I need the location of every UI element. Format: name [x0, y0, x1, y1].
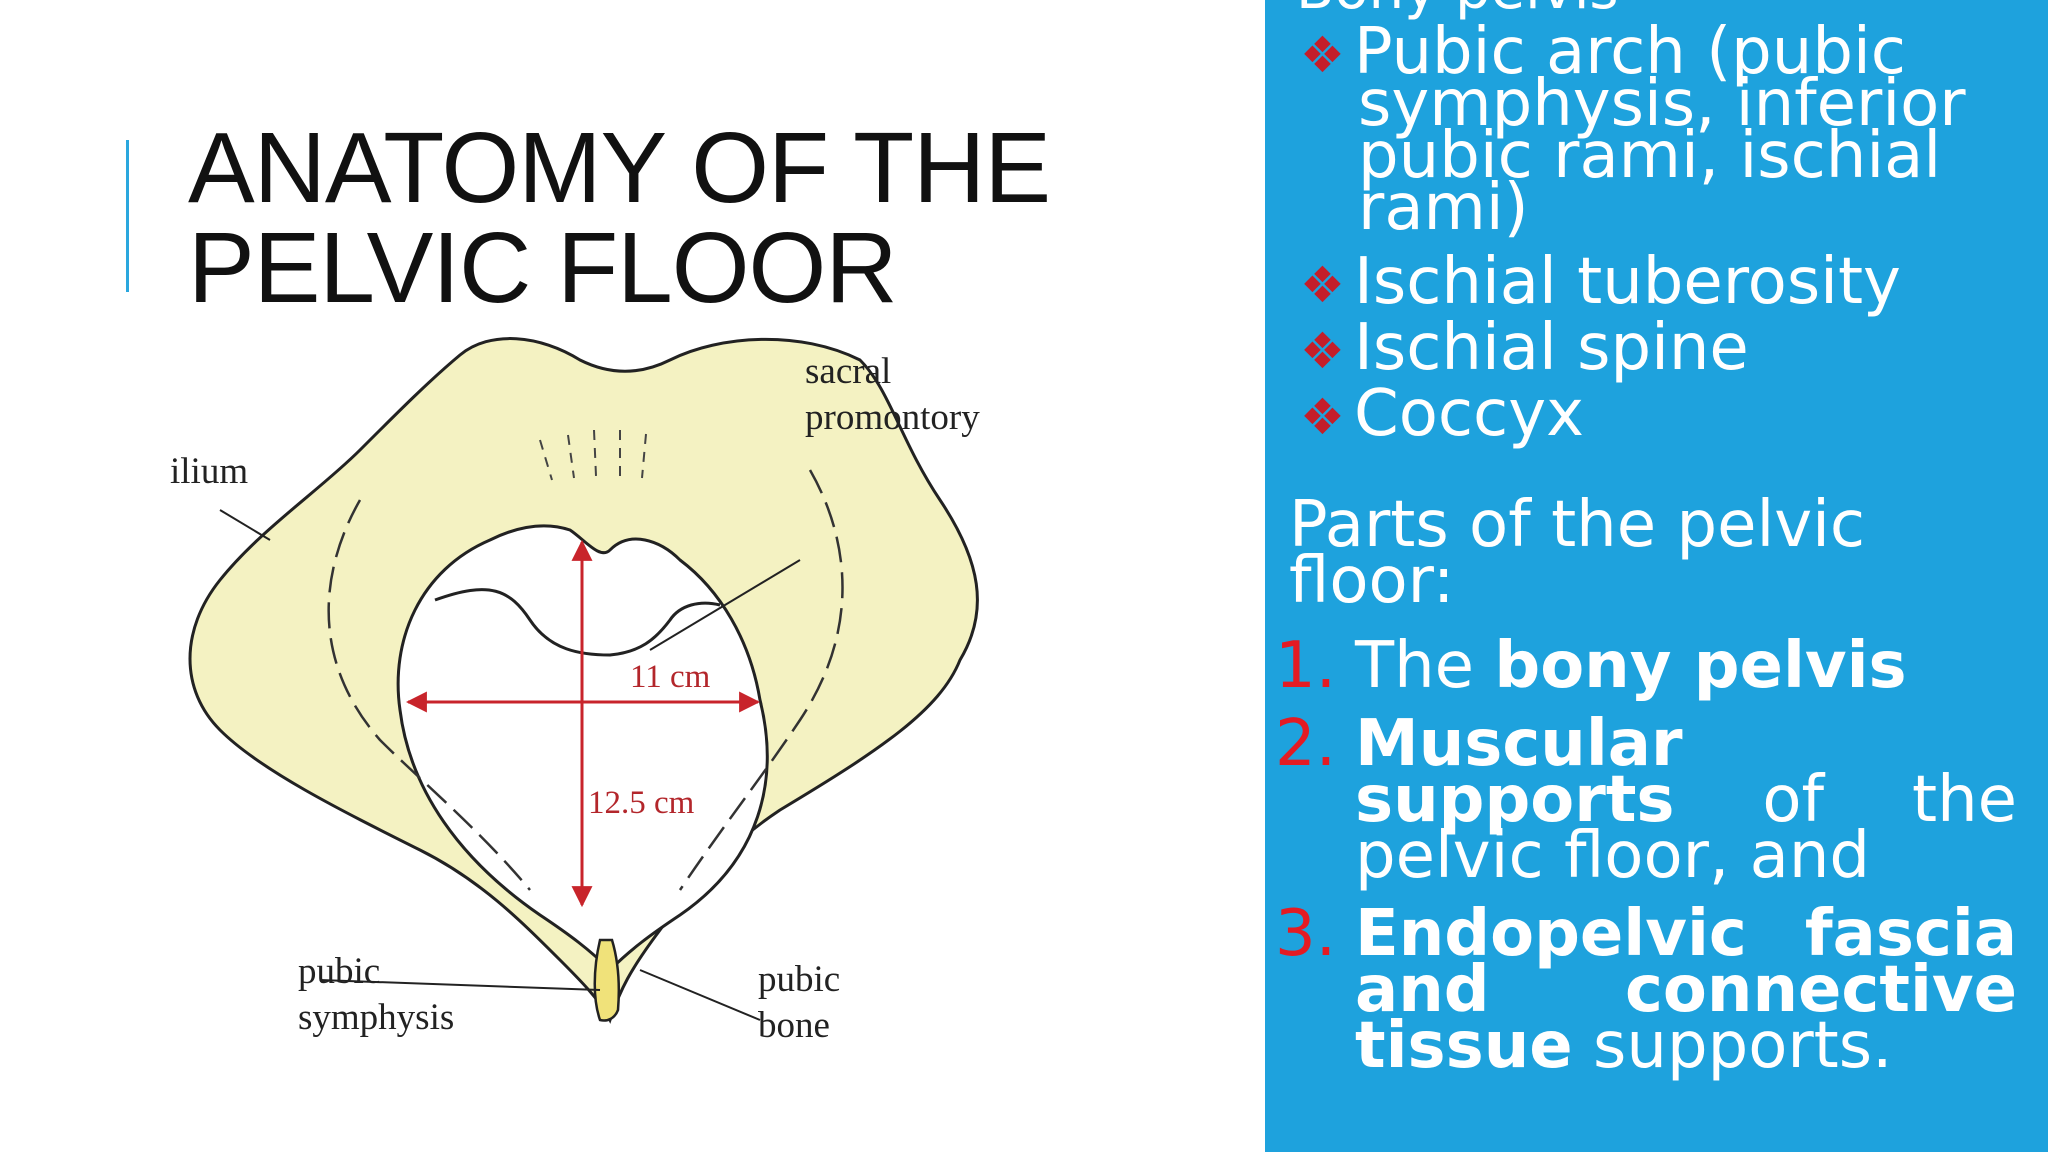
list-item: ❖ Ischial spine — [1300, 311, 1749, 385]
diamond-bullet-icon: ❖ — [1300, 26, 1345, 84]
label-pubic-symphysis-1: pubic — [298, 951, 381, 992]
list-item: 2.Muscular supports of the pelvic floor,… — [1275, 707, 2017, 893]
pelvis-diagram: 11 cm 12.5 cm ilium sacral promontory pu… — [160, 330, 1040, 1150]
list-item: 3.Endopelvic fascia and connective tissu… — [1275, 897, 2017, 1083]
diamond-bullet-icon: ❖ — [1300, 322, 1345, 380]
label-ilium: ilium — [170, 451, 249, 492]
list-item: 1.The bony pelvis — [1275, 629, 1907, 703]
parts-heading: Parts of the pelvic floor: — [1289, 488, 1866, 618]
transverse-measure: 11 cm — [630, 659, 711, 695]
title-accent-bar — [126, 140, 129, 292]
label-pubic-bone-2: bone — [758, 1005, 830, 1046]
diamond-bullet-icon: ❖ — [1300, 388, 1345, 446]
list-item: ❖ Coccyx — [1300, 377, 1584, 451]
content-panel: Bony pelvis ❖ Pubic arch (pubic symphysi… — [1265, 0, 2048, 1152]
label-pubic-symphysis-2: symphysis — [298, 997, 455, 1038]
title-line-1: ANATOMY OF THE — [188, 112, 1051, 224]
diamond-bullet-icon: ❖ — [1300, 256, 1345, 314]
cutoff-heading: Bony pelvis — [1296, 0, 1619, 18]
sacral-promontory-edge — [434, 588, 721, 657]
pubic-symphysis-shape — [593, 938, 620, 1022]
bony-pelvis-bullets: ❖ Pubic arch (pubic symphysis, inferior … — [1300, 15, 2020, 454]
ap-measure: 12.5 cm — [588, 785, 695, 821]
title-line-2: PELVIC FLOOR — [188, 212, 898, 324]
label-pubic-bone-1: pubic — [758, 959, 841, 1000]
label-sacral-2: promontory — [805, 397, 980, 438]
list-item: ❖ Pubic arch (pubic symphysis, inferior … — [1300, 15, 1966, 245]
label-sacral-1: sacral — [805, 351, 892, 392]
parts-list: 1.The bony pelvis 2.Muscular supports of… — [1275, 629, 2017, 1096]
page-title: ANATOMY OF THE PELVIC FLOOR — [188, 118, 1088, 318]
list-item: ❖ Ischial tuberosity — [1300, 245, 1901, 319]
